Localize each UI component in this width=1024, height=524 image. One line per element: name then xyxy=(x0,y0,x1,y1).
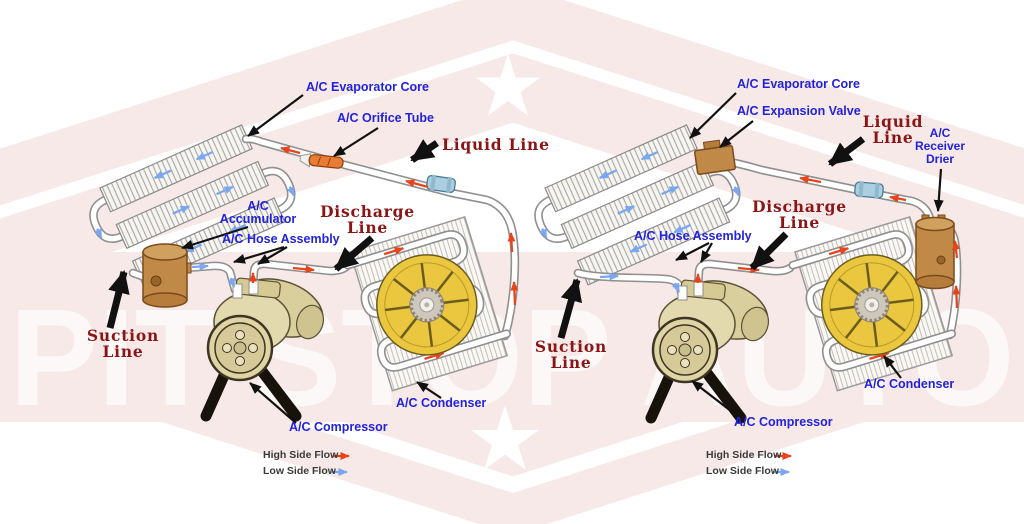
label-suction-line2-left: Line xyxy=(102,342,144,361)
label-liquid-line2-right: Line xyxy=(872,128,914,147)
label-receiver-drier-line3: Drier xyxy=(925,152,954,166)
label-discharge-line1-left: Discharge xyxy=(320,202,415,221)
label-suction-line1-right: Suction xyxy=(534,337,608,356)
legend-high-side-right: High Side Flow xyxy=(706,449,782,461)
flow-arrows-right xyxy=(599,175,961,309)
expansion-valve xyxy=(694,139,736,176)
legend-low-side-right: Low Side Flow xyxy=(706,465,779,477)
legend-arrows-left xyxy=(331,452,350,476)
label-expansion-valve: A/C Expansion Valve xyxy=(737,104,861,118)
label-accumulator: A/C Accumulator xyxy=(215,200,301,226)
label-receiver-drier-line1: A/C xyxy=(929,126,951,140)
label-orifice-tube: A/C Orifice Tube xyxy=(337,111,435,125)
label-discharge-line1-right: Discharge xyxy=(752,197,847,216)
label-suction-line2-right: Line xyxy=(550,353,592,372)
label-suction-line1-left: Suction xyxy=(86,326,160,345)
orifice-tube-system xyxy=(83,94,519,476)
label-hose-assembly-right: A/C Hose Assembly xyxy=(634,229,752,243)
label-accumulator-line2: Accumulator xyxy=(219,212,297,226)
label-accumulator-line1: A/C xyxy=(247,199,269,213)
accumulator xyxy=(142,243,192,308)
expansion-valve-system xyxy=(528,92,961,476)
label-evaporator-right: A/C Evaporator Core xyxy=(737,77,860,91)
label-discharge-line-left: Discharge Line xyxy=(320,204,415,236)
label-arrows-right xyxy=(557,92,944,419)
liquid-line-coupling-right xyxy=(854,181,884,199)
label-hose-assembly-left: A/C Hose Assembly xyxy=(222,232,340,246)
label-condenser-right: A/C Condenser xyxy=(864,377,955,391)
legend-arrows-right xyxy=(773,452,792,476)
label-compressor-left: A/C Compressor xyxy=(289,420,388,434)
label-discharge-line2-right: Line xyxy=(778,213,821,232)
label-condenser-left: A/C Condenser xyxy=(396,396,487,410)
label-liquid-line1-right: Liquid xyxy=(862,112,924,131)
label-suction-line-left: Suction Line xyxy=(84,328,162,360)
label-receiver-drier-line2: Receiver xyxy=(914,139,966,153)
label-discharge-line2-left: Line xyxy=(346,218,389,237)
receiver-drier xyxy=(915,214,955,290)
label-suction-line-right: Suction Line xyxy=(532,339,610,371)
liquid-line-coupling-left xyxy=(426,174,456,194)
orifice-tube xyxy=(299,153,344,169)
label-discharge-line-right: Discharge Line xyxy=(752,199,847,231)
label-liquid-line-right: Liquid Line xyxy=(860,114,926,146)
label-arrows-left xyxy=(106,94,442,424)
label-compressor-right: A/C Compressor xyxy=(734,415,833,429)
label-evaporator-left: A/C Evaporator Core xyxy=(306,80,429,94)
legend-high-side-left: High Side Flow xyxy=(263,449,339,461)
legend-low-side-left: Low Side Flow xyxy=(263,465,336,477)
label-liquid-line-left: Liquid Line xyxy=(442,135,550,154)
label-receiver-drier: A/C Receiver Drier xyxy=(910,127,970,166)
flow-arrows-left xyxy=(191,146,519,306)
